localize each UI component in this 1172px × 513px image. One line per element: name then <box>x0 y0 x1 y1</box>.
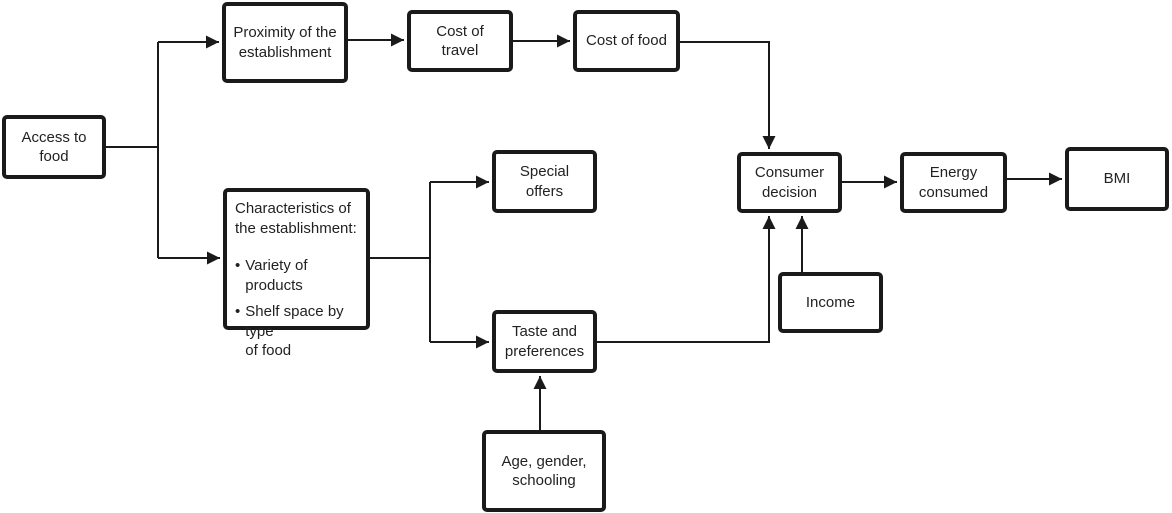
node-age-gender-schooling: Age, gender, schooling <box>482 430 606 512</box>
node-characteristics-of-establishment: Characteristics of the establishment: • … <box>223 188 370 359</box>
node-access-to-food: Access to food <box>2 115 106 179</box>
node-income: Income <box>778 272 883 333</box>
characteristics-bullet-1: • Variety of products <box>235 256 362 295</box>
bullet-icon: • <box>235 257 241 274</box>
node-special-offers: Special offers <box>492 150 597 213</box>
characteristics-bullet-2: • Shelf space by type of food <box>235 302 362 361</box>
node-bmi: BMI <box>1065 147 1169 211</box>
bullet-icon: • <box>235 303 241 320</box>
node-energy-consumed: Energy consumed <box>900 152 1007 213</box>
characteristics-heading: Characteristics of the establishment: <box>235 200 357 237</box>
node-cost-of-food: Cost of food <box>573 10 680 72</box>
node-proximity-of-establishment: Proximity of the establishment <box>222 2 348 83</box>
bullet-text: Variety of products <box>245 257 308 294</box>
node-taste-and-preferences: Taste and preferences <box>492 310 597 373</box>
edge-taste-to-consumer <box>597 216 776 343</box>
node-consumer-decision: Consumer decision <box>737 152 842 213</box>
edge-cost-food-to-consumer <box>680 41 776 149</box>
node-cost-of-travel: Cost of travel <box>407 10 513 72</box>
bullet-text: Shelf space by type of food <box>245 303 344 359</box>
